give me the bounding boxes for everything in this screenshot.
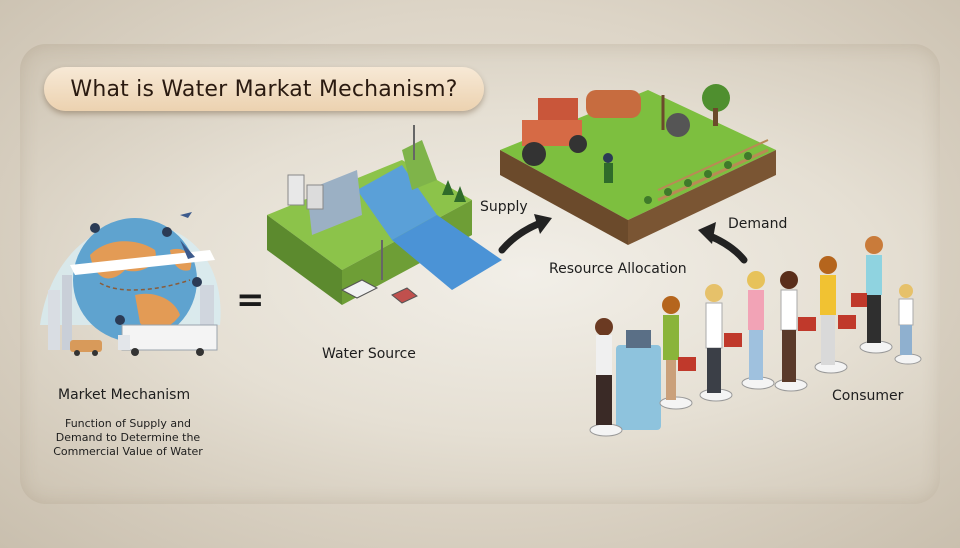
page-title: What is Water Markat Mechanism?	[70, 76, 458, 102]
market-mechanism-label: Market Mechanism	[58, 387, 191, 403]
supply-label: Supply	[480, 199, 528, 215]
water-source-illustration	[267, 125, 502, 305]
resource-allocation-label: Resource Allocation	[549, 261, 687, 277]
demand-label: Demand	[728, 216, 788, 232]
market-mechanism-description: Function of Supply and Demand to Determi…	[53, 417, 203, 458]
supply-arrow-icon	[498, 214, 552, 254]
water-source-label: Water Source	[322, 346, 416, 362]
title-banner: What is Water Markat Mechanism?	[44, 67, 484, 111]
farm-illustration	[500, 84, 776, 245]
equals-sign: =	[236, 280, 265, 320]
consumers-illustration	[589, 236, 922, 437]
consumer-label: Consumer	[832, 388, 904, 404]
globe-logistics-illustration	[40, 212, 221, 356]
demand-arrow-icon	[698, 222, 748, 264]
